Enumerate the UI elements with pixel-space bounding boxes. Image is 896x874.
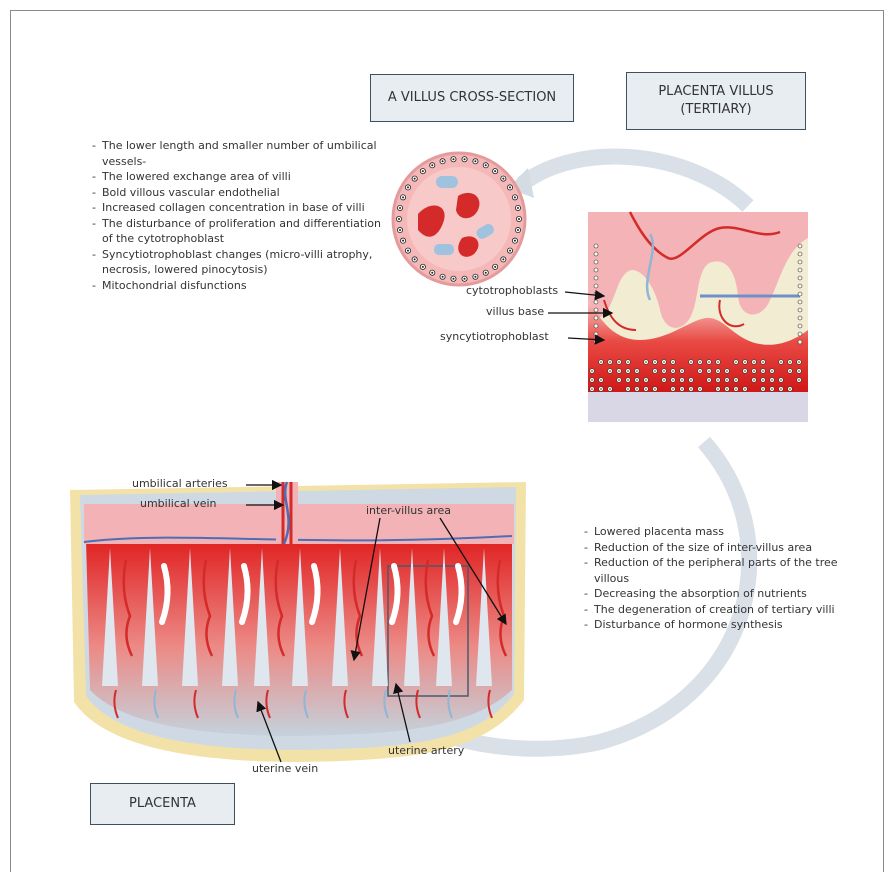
list-item: The degeneration of creation of tertiary… [584, 602, 856, 618]
list-item: Bold villous vascular endothelial [92, 185, 392, 201]
villus-cross-section-illustration [393, 153, 525, 285]
list-item: The lower length and smaller number of u… [92, 138, 392, 169]
cross-section-title: A VILLUS CROSS-SECTION [388, 89, 556, 107]
list-item: Decreasing the absorption of nutrients [584, 586, 856, 602]
list-item: Reduction of the peripheral parts of the… [584, 555, 856, 586]
list-item: The lowered exchange area of villi [92, 169, 392, 185]
label-syncytiotrophoblast: syncytiotrophoblast [440, 330, 549, 343]
cross-section-title-box: A VILLUS CROSS-SECTION [370, 74, 574, 122]
villus-changes-list: The lower length and smaller number of u… [92, 138, 392, 293]
label-umbilical-arteries: umbilical arteries [132, 477, 228, 490]
list-item: Reduction of the size of inter-villus ar… [584, 540, 856, 556]
list-item: Increased collagen concentration in base… [92, 200, 392, 216]
label-villus-base: villus base [486, 305, 544, 318]
label-umbilical-vein: umbilical vein [140, 497, 216, 510]
villus-title-line1: PLACENTA VILLUS [658, 83, 773, 101]
list-item: The disturbance of proliferation and dif… [92, 216, 392, 247]
label-uterine-artery: uterine artery [388, 744, 464, 757]
villus-title-line2: (TERTIARY) [680, 101, 751, 119]
list-item: Syncytiotrophoblast changes (micro-villi… [92, 247, 392, 278]
list-item: Disturbance of hormone synthesis [584, 617, 856, 633]
placenta-title: PLACENTA [129, 795, 196, 813]
label-inter-villus-area: inter-villus area [366, 504, 451, 517]
placenta-title-box: PLACENTA [90, 783, 235, 825]
label-cytotrophoblasts: cytotrophoblasts [466, 284, 558, 297]
placenta-changes-list: Lowered placenta mass Reduction of the s… [584, 524, 856, 633]
label-uterine-vein: uterine vein [252, 762, 318, 775]
villus-title-box: PLACENTA VILLUS (TERTIARY) [626, 72, 806, 130]
list-item: Lowered placenta mass [584, 524, 856, 540]
list-item: Mitochondrial disfunctions [92, 278, 392, 294]
